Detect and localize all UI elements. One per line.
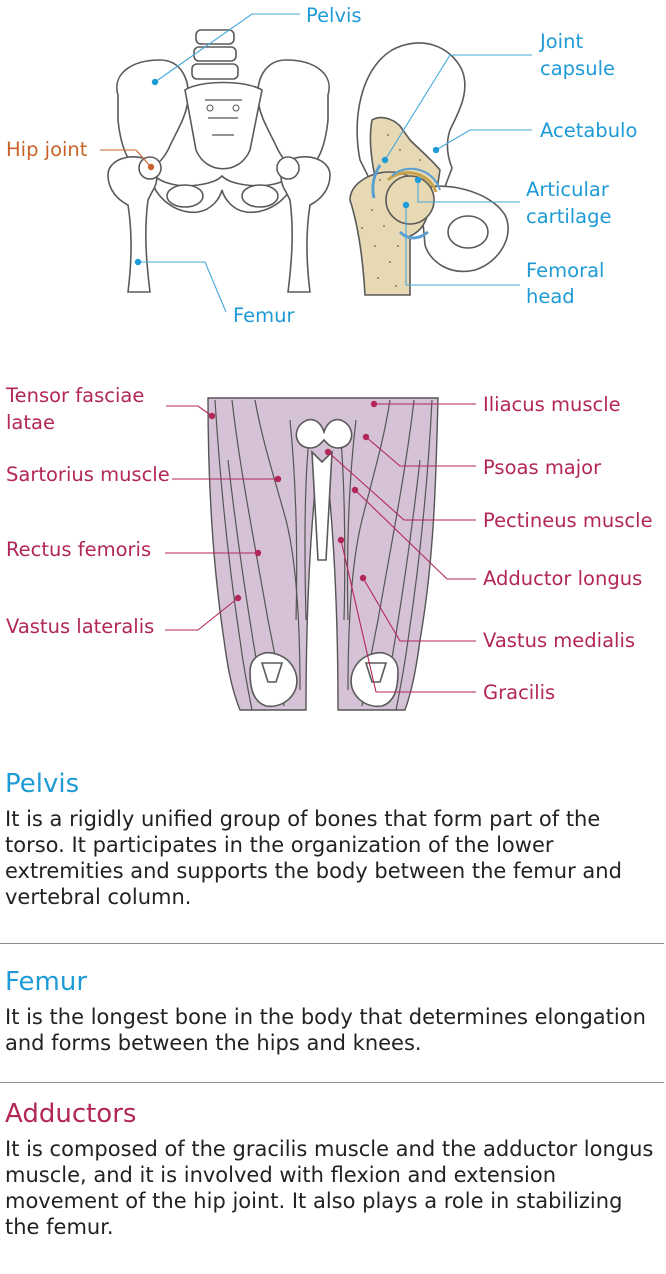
section-title: Adductors: [5, 1099, 137, 1129]
label-tensor-fasciae-2: latae: [6, 411, 55, 434]
label-vastus-medialis: Vastus medialis: [483, 629, 635, 652]
label-pectineus: Pectineus muscle: [483, 509, 653, 532]
label-gracilis: Gracilis: [483, 681, 555, 704]
section-body: It is a rigidly unified group of bones t…: [5, 807, 622, 909]
label-acetabulo: Acetabulo: [540, 119, 637, 142]
section-body: It is the longest bone in the body that …: [5, 1005, 646, 1055]
label-iliacus: Iliacus muscle: [483, 393, 621, 416]
label-pelvis: Pelvis: [306, 4, 362, 27]
label-femoral-2: head: [526, 285, 575, 308]
divider: [0, 943, 664, 944]
label-femur: Femur: [233, 304, 296, 327]
section-femur: Femur It is the longest bone in the body…: [0, 966, 664, 1056]
label-hip-joint: Hip joint: [6, 138, 88, 161]
section-adductors: Adductors It is composed of the gracilis…: [0, 1098, 664, 1240]
section-pelvis: Pelvis It is a rigidly unified group of …: [0, 768, 664, 910]
divider: [0, 1082, 664, 1083]
label-sartorius: Sartorius muscle: [6, 463, 170, 486]
label-joint-capsule-2: capsule: [540, 57, 615, 80]
pelvis-illustration: [107, 29, 331, 293]
thigh-muscles-illustration: [207, 397, 439, 711]
label-articular-1: Articular: [526, 178, 610, 201]
section-title: Femur: [5, 967, 88, 997]
label-adductor-longus: Adductor longus: [483, 567, 642, 590]
anatomy-figure: Pelvis Hip joint Femur Joint capsul: [5, 4, 653, 711]
hip-joint-cross-section: [349, 42, 509, 296]
label-rectus-femoris: Rectus femoris: [6, 538, 151, 561]
label-joint-capsule-1: Joint: [538, 30, 583, 53]
label-psoas: Psoas major: [483, 456, 602, 479]
label-vastus-lateralis: Vastus lateralis: [6, 615, 154, 638]
label-femoral-1: Femoral: [526, 259, 604, 282]
label-articular-2: cartilage: [526, 205, 612, 228]
label-tensor-fasciae-1: Tensor fasciae: [5, 384, 144, 407]
section-body: It is composed of the gracilis muscle an…: [5, 1137, 654, 1239]
section-title: Pelvis: [5, 769, 80, 799]
